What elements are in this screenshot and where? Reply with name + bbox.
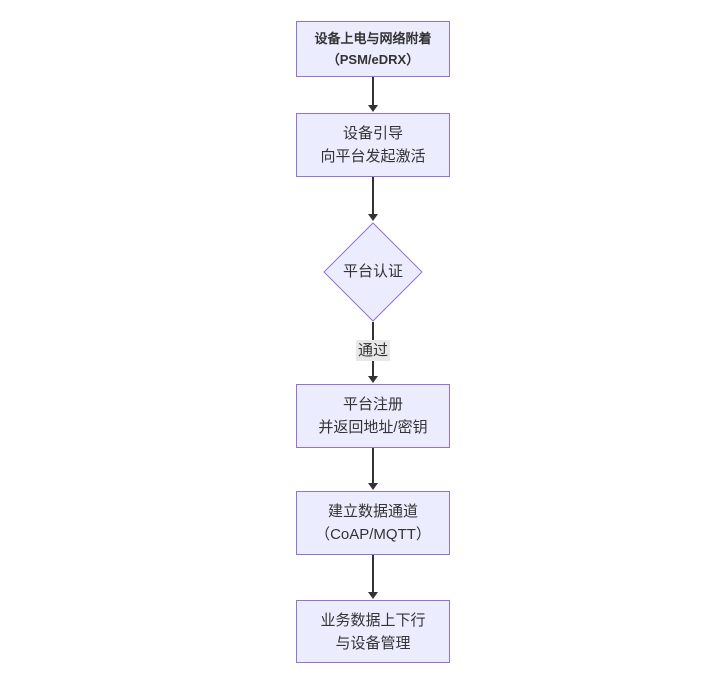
node-power-attach-line2: （PSM/eDRX） [326, 52, 420, 67]
arrowhead-down-icon [368, 592, 378, 599]
node-power-attach: 设备上电与网络附着 （PSM/eDRX） [296, 21, 450, 77]
edge-label-pass: 通过 [355, 340, 391, 361]
diamond-shape [323, 222, 423, 322]
arrowhead-down-icon [368, 105, 378, 112]
node-business-data-line2: 与设备管理 [335, 634, 411, 652]
edge-power-to-bootstrap-line [372, 77, 374, 105]
node-bootstrap-line2: 向平台发起激活 [320, 148, 426, 165]
node-platform-register-line1: 平台注册 [342, 396, 403, 413]
node-data-channel-line2: （CoAP/MQTT） [315, 526, 431, 543]
node-platform-register: 平台注册 并返回地址/密钥 [296, 384, 450, 448]
node-data-channel-line1: 建立数据通道 [327, 503, 418, 520]
arrowhead-down-icon [368, 214, 378, 221]
node-platform-register-line2: 并返回地址/密钥 [318, 419, 428, 436]
node-data-channel: 建立数据通道 （CoAP/MQTT） [296, 491, 450, 555]
node-platform-auth-label: 平台认证 [342, 263, 403, 280]
arrowhead-down-icon [368, 483, 378, 490]
edge-channel-to-business-line [372, 555, 374, 592]
arrowhead-down-icon [368, 376, 378, 383]
node-power-attach-line1: 设备上电与网络附着 [314, 31, 432, 46]
node-business-data-line1: 业务数据上下行 [320, 611, 426, 629]
edge-register-to-channel-line [372, 448, 374, 483]
node-bootstrap-line1: 设备引导 [342, 125, 403, 142]
node-business-data: 业务数据上下行 与设备管理 [296, 600, 450, 663]
node-platform-auth: 平台认证 [323, 222, 423, 322]
node-bootstrap: 设备引导 向平台发起激活 [296, 113, 450, 177]
edge-bootstrap-to-auth-line [372, 177, 374, 214]
